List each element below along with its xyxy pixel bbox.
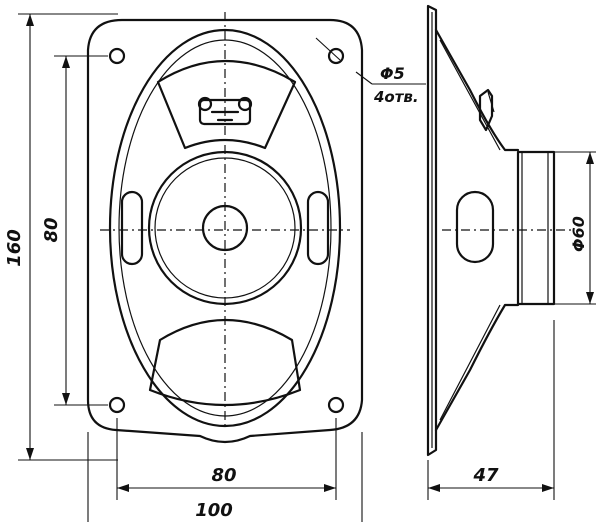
mount-hole-top-right (327, 47, 345, 65)
dim-depth: 47 (472, 465, 499, 486)
side-terminal (478, 88, 494, 132)
side-view (426, 4, 575, 457)
side-dimensions: Φ60 47 (427, 151, 596, 500)
dim-magnet-diameter: Φ60 (569, 216, 588, 252)
top-window (156, 60, 297, 150)
left-slot (120, 190, 144, 266)
dim-hole-diameter: Φ5 (380, 64, 405, 83)
dim-overall-width: 100 (195, 500, 233, 521)
mount-hole-bottom-left (108, 396, 126, 414)
front-dimensions: 160 80 80 100 Φ5 4отв. (4, 13, 426, 522)
side-basket-bottom (434, 303, 520, 432)
cone-rim (108, 28, 342, 428)
dim-hole-count: 4отв. (373, 88, 419, 106)
dim-hole-spacing-vertical: 80 (41, 217, 62, 242)
mount-hole-top-left (108, 47, 126, 65)
side-basket-top (434, 28, 520, 152)
bottom-window (148, 319, 302, 407)
outer-frame (86, 18, 364, 444)
side-flange (426, 4, 438, 457)
front-view (86, 12, 364, 444)
mount-hole-bottom-right (327, 396, 345, 414)
right-slot (306, 190, 330, 266)
side-magnet (516, 150, 556, 306)
side-slot (455, 190, 495, 264)
dim-overall-height: 160 (4, 229, 25, 267)
dim-hole-spacing-horizontal: 80 (211, 465, 236, 486)
